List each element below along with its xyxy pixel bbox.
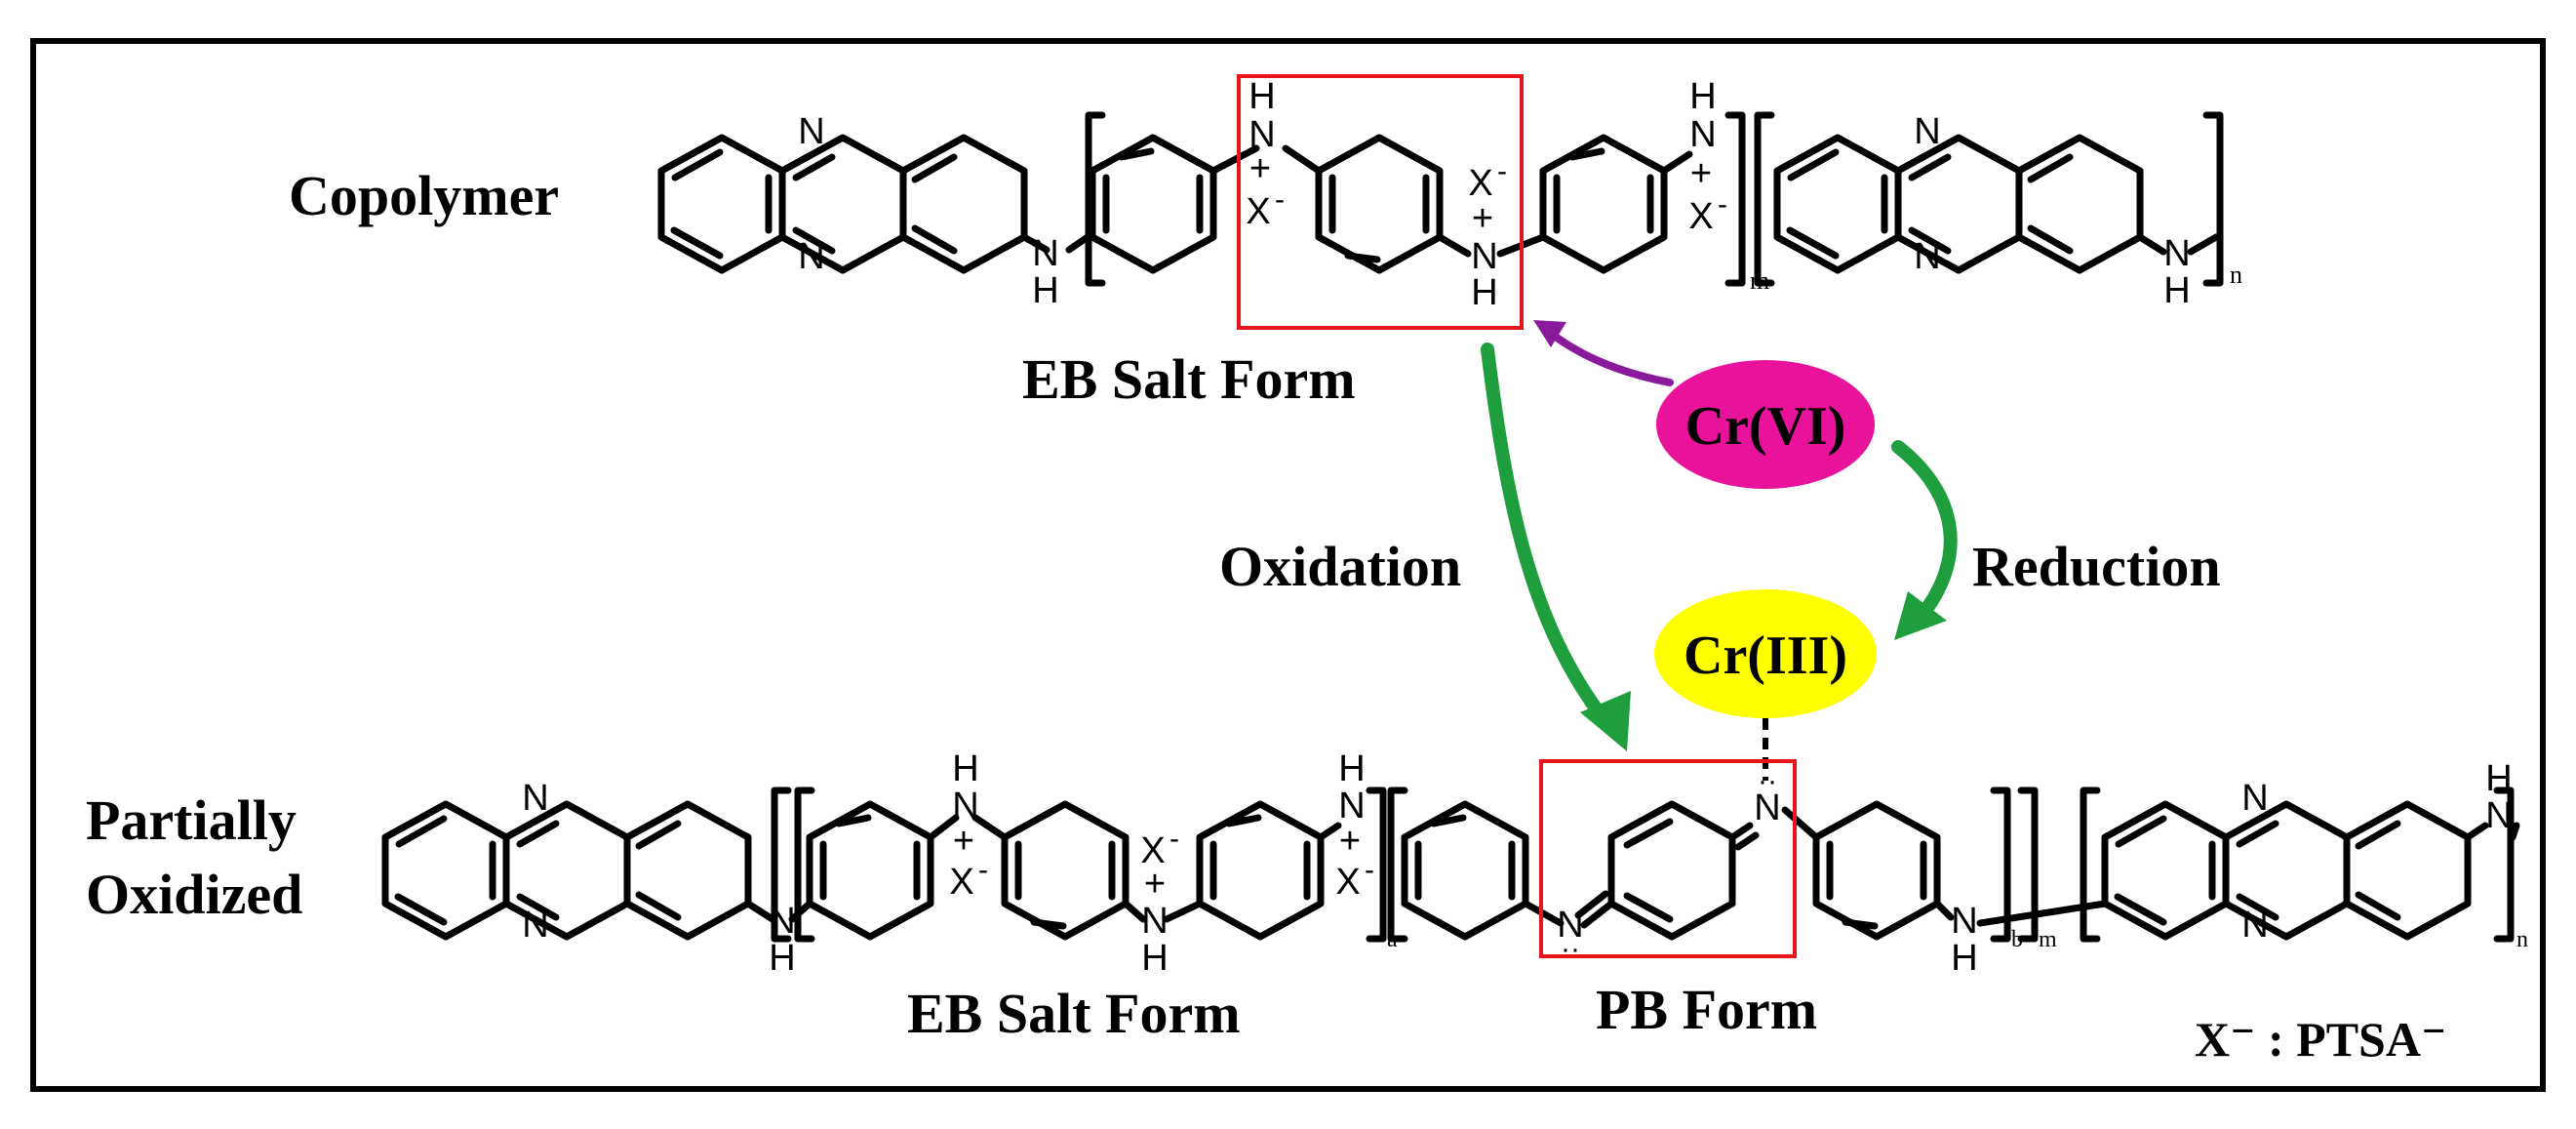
atom-plus: + <box>1144 864 1166 905</box>
subscript-b: b <box>2011 927 2023 952</box>
atom-h: H <box>1689 76 1716 117</box>
cr6-species <box>1656 360 1875 489</box>
reduction-arrow <box>1891 440 1958 612</box>
atom-plus: + <box>953 821 974 862</box>
subscript-n: n <box>2517 927 2528 952</box>
atom-n: N <box>1754 787 1780 828</box>
copolymer-label: Copolymer <box>289 164 559 227</box>
partially-label: Partially <box>86 788 297 852</box>
atom-h: H <box>1471 272 1497 313</box>
atom-h: H <box>2485 758 2512 799</box>
atom-plus: + <box>1472 198 1493 239</box>
atom-n: N <box>1914 111 1940 152</box>
legend-label: X⁻ : PTSA⁻ <box>2195 1012 2446 1067</box>
cr3-label: Cr(III) <box>1684 625 1847 686</box>
atom-n: N <box>1689 114 1716 155</box>
atom-x: X <box>949 862 973 903</box>
atom-minus: - <box>1275 183 1285 216</box>
atom-h: H <box>769 938 795 979</box>
atom-n: N <box>1338 786 1365 827</box>
atom-x: X <box>1246 191 1270 232</box>
atom-x: X <box>1688 196 1713 237</box>
lone-pair: ·· <box>1561 933 1580 965</box>
eb-salt-highlight-box <box>1237 74 1524 330</box>
reduction-label: Reduction <box>1972 535 2221 598</box>
subscript-m: m <box>1750 266 1769 295</box>
atom-h: H <box>952 748 978 789</box>
oxidation-arrowhead <box>1580 691 1631 751</box>
atom-h: H <box>1032 270 1058 311</box>
atom-minus: - <box>1169 823 1179 855</box>
atom-h: H <box>1338 748 1365 789</box>
subscript-m: m <box>2039 927 2057 952</box>
atom-plus: + <box>1249 148 1271 189</box>
atom-plus: + <box>1339 821 1361 862</box>
cr3-species <box>1654 589 1877 718</box>
eb-salt-top-label: EB Salt Form <box>1022 347 1356 411</box>
atom-n: N <box>2485 795 2512 836</box>
atom-h: H <box>1951 938 1977 979</box>
oxidation-arrow <box>1481 343 1611 727</box>
atom-n: N <box>798 236 824 277</box>
oxidized-label: Oxidized <box>86 863 302 926</box>
atom-n: N <box>1248 114 1275 155</box>
atom-n: N <box>1557 905 1583 946</box>
atom-minus: - <box>1365 854 1374 886</box>
atom-x: X <box>1140 830 1165 871</box>
oxidation-label: Oxidation <box>1219 535 1461 598</box>
subscript-a: a <box>1387 927 1398 952</box>
atom-n: N <box>1951 901 1977 942</box>
cr6-arrowhead <box>1533 320 1566 347</box>
atom-minus: - <box>1718 188 1727 221</box>
atom-n: N <box>1141 901 1168 942</box>
lone-pair: ·· <box>1758 765 1777 797</box>
reduction-arrowhead <box>1894 591 1947 640</box>
atom-minus: - <box>978 854 988 886</box>
atom-n: N <box>522 778 548 819</box>
atom-n: N <box>1032 233 1058 274</box>
partially-oxidized-structure <box>381 786 2520 943</box>
atom-n: N <box>769 901 795 942</box>
outer-frame <box>30 38 2546 1092</box>
atom-h: H <box>2163 270 2190 311</box>
copolymer-atoms: N N N H H N + X - X - + N H H N + X - m … <box>798 76 2242 313</box>
eb-salt-bottom-label: EB Salt Form <box>907 982 1241 1045</box>
atom-n: N <box>522 905 548 946</box>
partially-oxidized-atoms: N N N H H N + X - X - + N H H N + X - a … <box>522 748 2528 979</box>
atom-n: N <box>2241 778 2268 819</box>
copolymer-structure <box>657 111 2224 287</box>
atom-n: N <box>2163 233 2190 274</box>
atom-n: N <box>952 786 978 827</box>
atom-x: X <box>1468 163 1492 204</box>
pb-form-label: PB Form <box>1596 978 1817 1041</box>
atom-plus: + <box>1690 153 1712 194</box>
atom-n: N <box>1914 236 1940 277</box>
cr6-label: Cr(VI) <box>1685 396 1846 457</box>
atom-n: N <box>798 111 824 152</box>
pb-form-highlight-box <box>1539 759 1797 958</box>
atom-n: N <box>2241 905 2268 946</box>
atom-h: H <box>1141 938 1168 979</box>
cr6-arrow <box>1545 328 1674 386</box>
subscript-n: n <box>2230 261 2242 289</box>
atom-x: X <box>1335 862 1360 903</box>
atom-n: N <box>1471 236 1497 277</box>
atom-h: H <box>1248 76 1275 117</box>
atom-minus: - <box>1497 155 1507 187</box>
